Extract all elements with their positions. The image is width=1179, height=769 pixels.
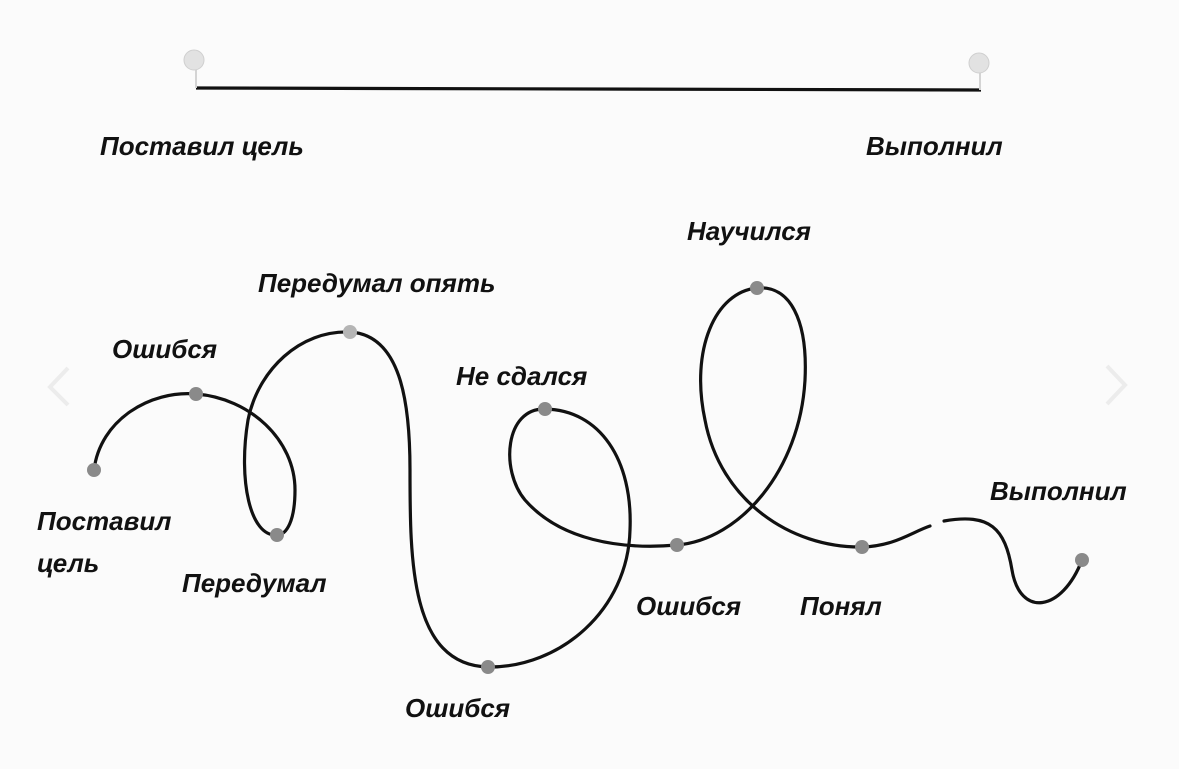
label-did-not-give-up: Не сдался	[456, 361, 587, 391]
point-did-not-give-up	[538, 402, 552, 416]
point-mistake2	[481, 660, 495, 674]
label-mistake2: Ошибся	[405, 693, 510, 723]
label-mistake3: Ошибся	[636, 591, 741, 621]
label-start-line2: цель	[37, 548, 99, 578]
start-pin-icon	[183, 49, 205, 71]
point-learned	[750, 281, 764, 295]
reality-path: Поставил цель Ошибся Передумал Передумал…	[37, 216, 1127, 723]
point-changed-mind-again	[343, 325, 357, 339]
ideal-end-label: Выполнил	[866, 131, 1003, 161]
point-changed-mind	[270, 528, 284, 542]
label-mistake1: Ошибся	[112, 334, 217, 364]
point-understood	[855, 540, 869, 554]
label-changed-mind-again: Передумал опять	[258, 268, 495, 298]
point-done	[1075, 553, 1089, 567]
chevron-left-icon[interactable]	[47, 366, 70, 407]
reality-curve-end	[942, 517, 1084, 605]
ideal-start-label: Поставил цель	[100, 131, 304, 161]
point-start	[87, 463, 101, 477]
point-mistake3	[670, 538, 684, 552]
chevron-right-icon[interactable]	[1105, 364, 1128, 406]
ideal-line	[195, 86, 982, 92]
point-mistake1	[189, 387, 203, 401]
label-learned: Научился	[687, 216, 811, 246]
label-start-line1: Поставил	[37, 506, 171, 536]
label-understood: Понял	[800, 591, 882, 621]
end-pin-icon	[968, 52, 990, 74]
ideal-path: Поставил цель Выполнил	[100, 49, 1003, 161]
label-changed-mind: Передумал	[182, 568, 327, 598]
label-done: Выполнил	[990, 476, 1127, 506]
